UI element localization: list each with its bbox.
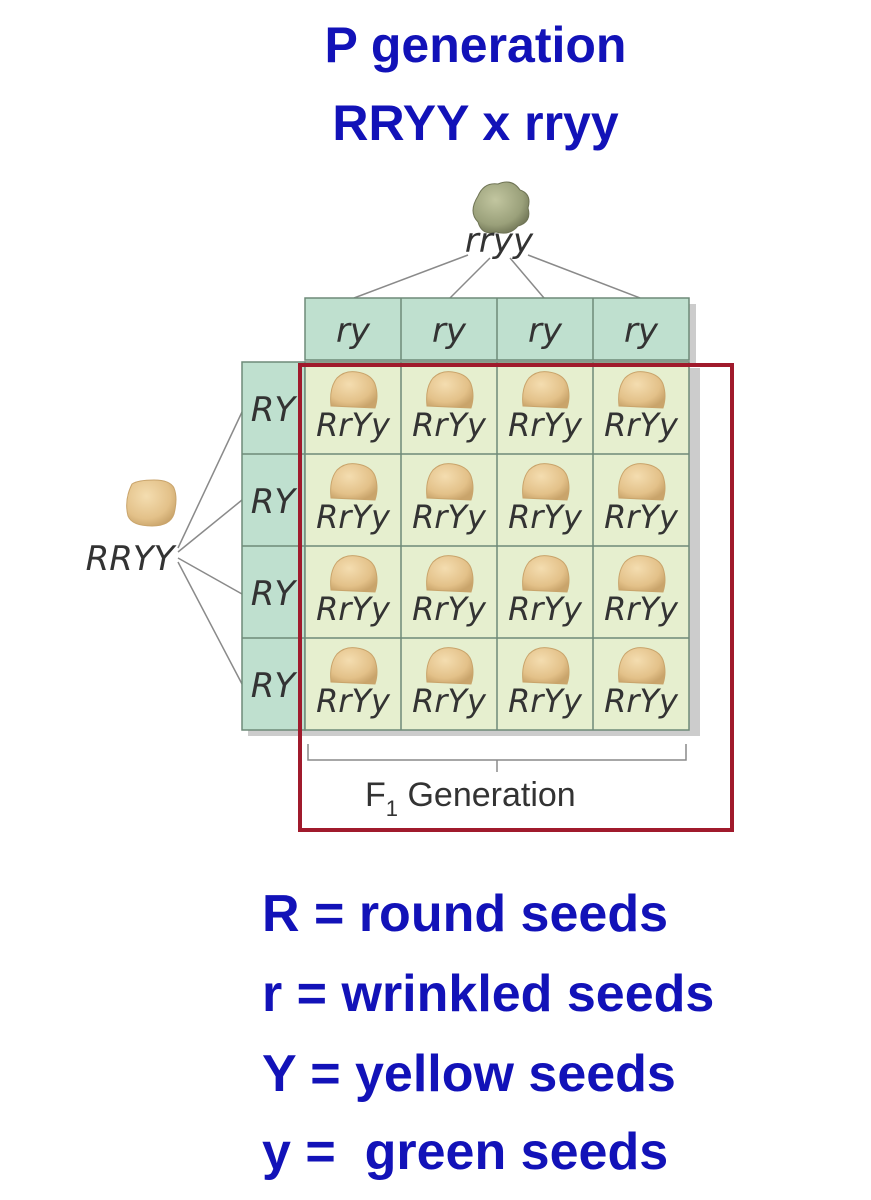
- row-gamete-3: RY: [251, 574, 298, 614]
- offspring-cell: RrYy: [316, 647, 391, 720]
- f1-bracket: [307, 744, 687, 772]
- legend-line-3: Y = yellow seeds: [262, 1045, 676, 1103]
- offspring-cell: RrYy: [316, 463, 391, 536]
- round-seed-icon: [330, 647, 378, 685]
- offspring-cell: RrYy: [412, 371, 487, 444]
- parent-RRYY-label: RRYY: [86, 539, 177, 579]
- offspring-genotype-label: RrYy: [316, 682, 391, 720]
- round-seed-icon: [426, 647, 474, 685]
- offspring-cell: RrYy: [604, 463, 679, 536]
- f1-generation-label: F1 Generation: [365, 776, 576, 821]
- RRYY-connector-lines: [177, 411, 243, 685]
- round-seed-icon: [330, 555, 378, 593]
- offspring-genotype-label: RrYy: [412, 590, 487, 628]
- round-seed-icon: [426, 371, 474, 409]
- offspring-cell: RrYy: [412, 647, 487, 720]
- offspring-genotype-label: RrYy: [604, 590, 679, 628]
- round-seed-icon: [618, 371, 666, 409]
- offspring-cell: RrYy: [508, 371, 583, 444]
- f1-highlight-frame: [298, 363, 734, 832]
- offspring-genotype-label: RrYy: [604, 498, 679, 536]
- offspring-genotype-label: RrYy: [508, 406, 583, 444]
- column-gamete-header: ry ry ry ry: [304, 297, 690, 361]
- offspring-genotype-label: RrYy: [316, 406, 391, 444]
- cross-formula: RRYY x rryy: [332, 95, 619, 151]
- title-p-generation: P generation: [324, 17, 627, 73]
- offspring-genotype-label: RrYy: [412, 682, 487, 720]
- offspring-genotype-label: RrYy: [316, 590, 391, 628]
- row-gamete-2: RY: [251, 482, 298, 522]
- offspring-genotype-label: RrYy: [316, 498, 391, 536]
- col-gamete-4: ry: [624, 311, 659, 351]
- offspring-cell: RrYy: [412, 555, 487, 628]
- round-seed-icon: [426, 555, 474, 593]
- round-seed-icon: [330, 371, 378, 409]
- col-gamete-3: ry: [528, 311, 563, 351]
- round-seed-icon: [522, 371, 570, 409]
- round-seed-icon: [426, 463, 474, 501]
- green-wrinkled-seed-icon: [472, 181, 530, 234]
- col-gamete-2: ry: [432, 311, 467, 351]
- round-seed-icon: [522, 463, 570, 501]
- legend-line-4: y = green seeds: [262, 1123, 669, 1181]
- offspring-cell: RrYy: [412, 463, 487, 536]
- offspring-genotype-label: RrYy: [604, 406, 679, 444]
- offspring-cell: RrYy: [604, 647, 679, 720]
- col-gamete-1: ry: [336, 311, 371, 351]
- offspring-genotype-label: RrYy: [508, 498, 583, 536]
- legend-line-1: R = round seeds: [262, 885, 668, 943]
- offspring-cell: RrYy: [508, 555, 583, 628]
- offspring-cell: RrYy: [508, 647, 583, 720]
- row-gamete-1: RY: [251, 390, 298, 430]
- round-seed-icon: [618, 463, 666, 501]
- row-gamete-4: RY: [251, 666, 298, 706]
- offspring-cell: RrYy: [604, 555, 679, 628]
- offspring-cell: RrYy: [316, 555, 391, 628]
- offspring-genotype-label: RrYy: [412, 498, 487, 536]
- parent-rryy-label: rryy: [465, 221, 534, 261]
- offspring-cell: RrYy: [508, 463, 583, 536]
- offspring-genotype-label: RrYy: [412, 406, 487, 444]
- offspring-genotype-label: RrYy: [508, 590, 583, 628]
- round-yellow-seed-icon: [126, 479, 177, 527]
- offspring-genotype-label: RrYy: [604, 682, 679, 720]
- round-seed-icon: [618, 647, 666, 685]
- offspring-cell: RrYy: [316, 371, 391, 444]
- row-gamete-header: RY RY RY RY: [241, 361, 306, 731]
- round-seed-icon: [330, 463, 378, 501]
- offspring-genotype-label: RrYy: [508, 682, 583, 720]
- round-seed-icon: [618, 555, 666, 593]
- offspring-cell: RrYy: [604, 371, 679, 444]
- round-seed-icon: [522, 555, 570, 593]
- rryy-connector-lines: [353, 254, 641, 299]
- round-seed-icon: [522, 647, 570, 685]
- legend-line-2: r = wrinkled seeds: [262, 965, 715, 1023]
